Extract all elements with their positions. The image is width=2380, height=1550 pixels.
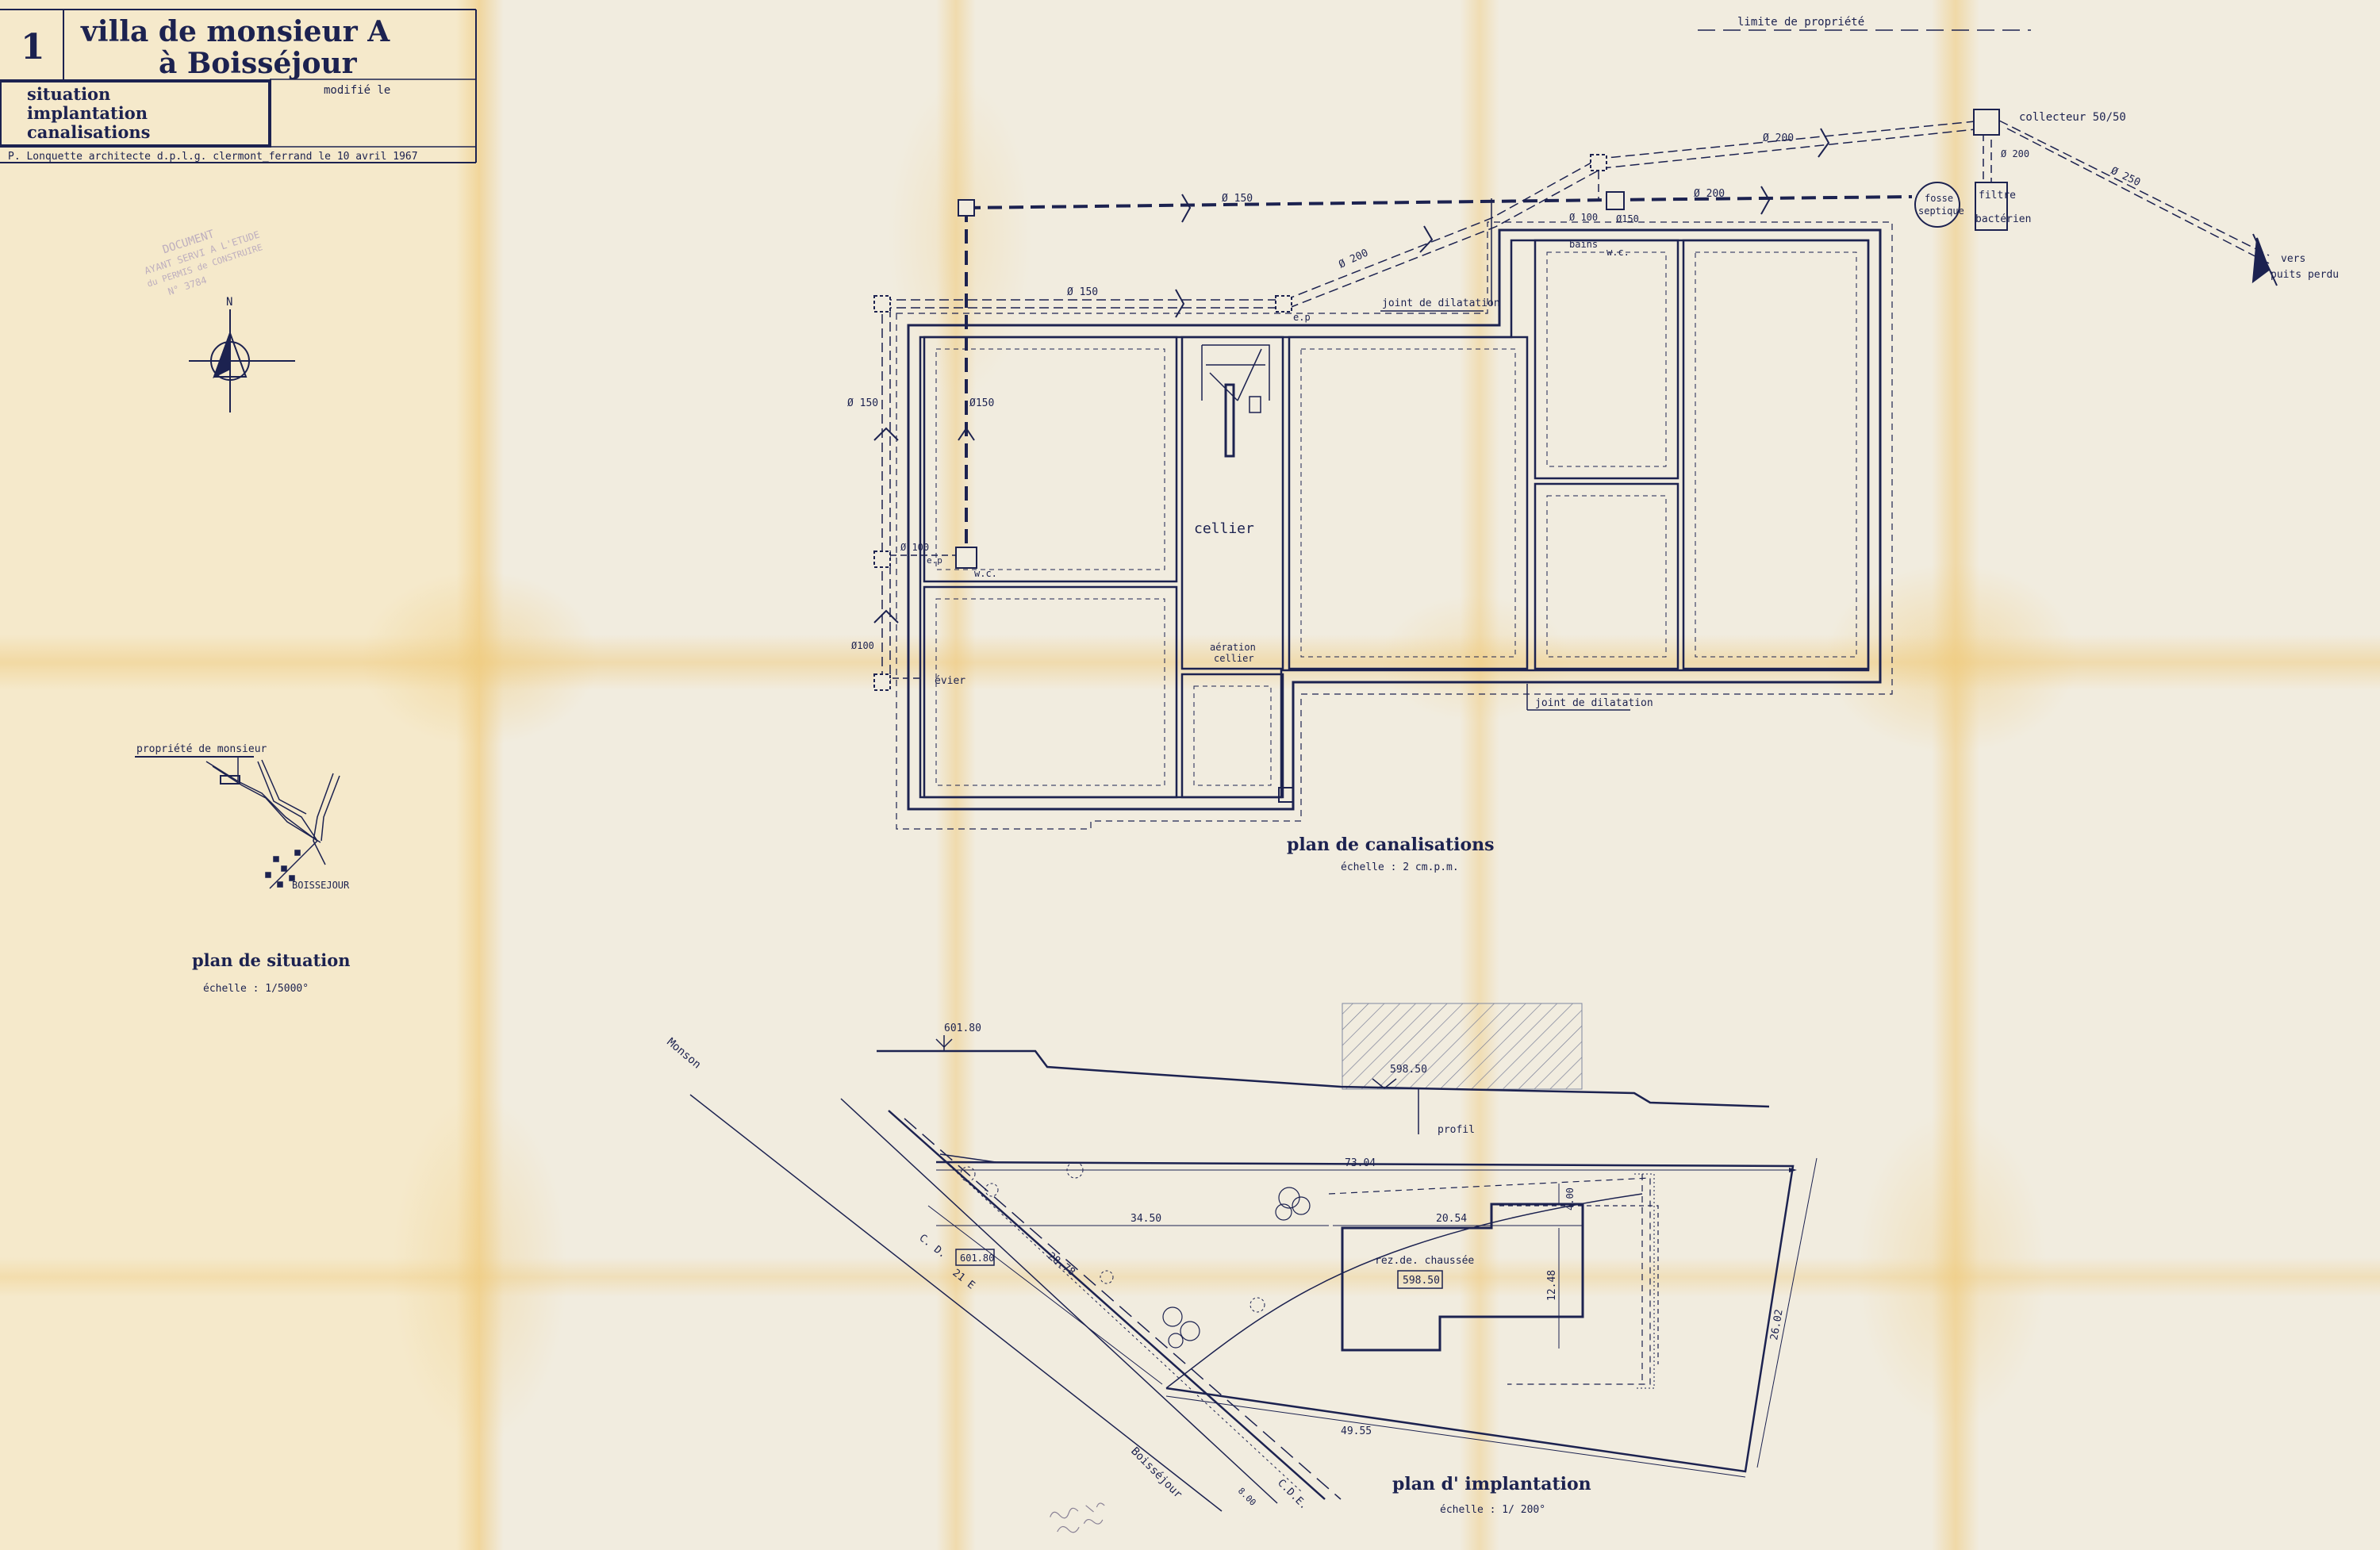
profile-level-left: 601.80 — [944, 1022, 981, 1034]
wc-label-left: w.c. — [974, 568, 997, 579]
pipe-flow-arrows — [873, 128, 2278, 623]
bath-label: bains — [1569, 239, 1598, 250]
canalisation-plan-scale: échelle : 2 cm.p.m. — [1341, 861, 1459, 873]
north-arrow — [189, 309, 295, 412]
situation-plan — [135, 756, 340, 889]
collector-label: collecteur 50/50 — [2019, 111, 2126, 124]
ep-label-upper: e.p — [1293, 312, 1311, 323]
profile-label: profil — [1438, 1124, 1475, 1136]
situation-plan-title: plan de situation — [192, 950, 351, 970]
pencil-note — [1050, 1502, 1105, 1533]
profile-level-house: 598.50 — [1390, 1064, 1427, 1076]
dim-top: 73.04 — [1345, 1157, 1376, 1169]
manholes — [873, 109, 2008, 691]
septic-tank — [1914, 182, 1960, 228]
level-ground-floor: 598.50 — [1403, 1275, 1440, 1287]
diameter-label-200-upper: Ø 200 — [1763, 132, 1794, 144]
filter-label-1: filtre — [1979, 190, 2016, 201]
diameter-label-150-left: Ø 150 — [847, 397, 878, 409]
diameter-label-150-rain: Ø 150 — [1067, 286, 1098, 298]
outlet-label-1: vers — [2281, 253, 2305, 265]
diameter-label-100-a: Ø 100 — [900, 542, 929, 553]
sink-label: évier — [935, 675, 965, 687]
subject-line-2: implantation — [27, 103, 148, 123]
north-label: N — [226, 296, 232, 309]
diameter-label-200-main: Ø 200 — [1694, 188, 1725, 200]
dim-house-width: 20.54 — [1436, 1213, 1467, 1225]
terrain-profile — [877, 1003, 1770, 1134]
aeration-label-2: cellier — [1214, 653, 1254, 664]
wc-label-right: w.c. — [1606, 247, 1630, 258]
dim-house-setback: 4.00 — [1564, 1187, 1576, 1210]
septic-tank-label-2: septique — [1918, 205, 1964, 217]
implantation-plan-scale: échelle : 1/ 200° — [1440, 1504, 1545, 1516]
dilatation-label-a: joint de dilatation — [1382, 297, 1500, 309]
modified-label: modifié le — [324, 84, 390, 97]
sheet-number: 1 — [21, 27, 45, 67]
canalisation-plan-title: plan de canalisations — [1287, 834, 1495, 855]
outlet-label-2: puits perdu — [2271, 269, 2339, 281]
diameter-label-150-drop: Ø150 — [969, 397, 994, 409]
situation-plan-scale: échelle : 1/5000° — [203, 983, 309, 995]
ground-floor-label: rez.de. chaussée — [1375, 1255, 1474, 1267]
level-road: 601.80 — [960, 1253, 994, 1264]
ep-label-lower: e.p — [927, 555, 942, 566]
diameter-label-200-collector: Ø 200 — [2001, 148, 2029, 159]
dim-right: 26.02 — [1768, 1309, 1786, 1341]
subject-line-3: canalisations — [27, 122, 150, 142]
aeration-label-1: aération — [1210, 642, 1256, 653]
dilatation-label-b: joint de dilatation — [1535, 697, 1653, 709]
title-line-1: villa de monsieur A — [80, 15, 390, 48]
age-stains — [361, 79, 2079, 1444]
dim-left: 34.50 — [1130, 1213, 1161, 1225]
implantation-plan — [689, 1094, 1818, 1512]
diameter-label-100-b: Ø 100 — [1569, 212, 1598, 223]
diameter-label-150-bath: Ø150 — [1616, 213, 1639, 224]
filter-label-2: bactérien — [1975, 213, 2031, 225]
subject-line-1: situation — [27, 84, 110, 104]
building-plan — [896, 221, 1893, 830]
dim-house-depth: 12.48 — [1546, 1270, 1558, 1301]
property-limit-label: limite de propriété — [1737, 16, 1864, 29]
situation-property-label: propriété de monsieur — [136, 743, 267, 755]
situation-village-label: BOISSEJOUR — [292, 880, 350, 891]
diameter-label-100-c: Ø100 — [851, 640, 874, 651]
cellar-label: cellier — [1194, 520, 1254, 537]
architect-line: P. Lonquette architecte d.p.l.g. clermon… — [8, 151, 418, 163]
title-block — [0, 9, 477, 163]
diameter-label-150-top: Ø 150 — [1222, 193, 1253, 205]
dim-bottom: 49.55 — [1341, 1425, 1372, 1437]
title-line-2: à Boisséjour — [159, 47, 358, 80]
implantation-plan-title: plan d' implantation — [1392, 1474, 1591, 1494]
septic-tank-label-1: fosse — [1925, 193, 1953, 204]
